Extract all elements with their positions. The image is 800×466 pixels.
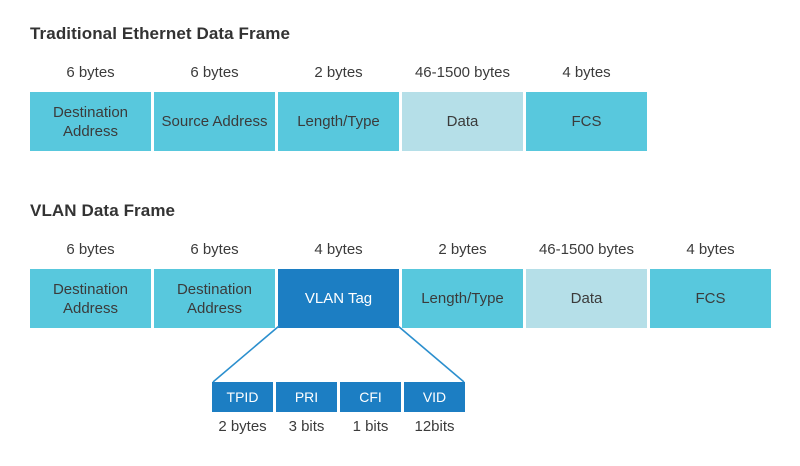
vlan-tag-subfield-box: PRI <box>276 382 337 412</box>
field-size-label: 2 bytes <box>438 241 487 258</box>
vlan-tag-subfield-size-label: 3 bits <box>288 418 325 435</box>
vlan-tag-subfield-size-label: 12bits <box>414 418 455 435</box>
frame-title-vlan: VLAN Data Frame <box>30 201 176 220</box>
field-box: Destination Address <box>30 269 151 328</box>
frame-section-vlan: VLAN Data Frame 6 bytes 6 bytes 4 bytes 2 by… <box>30 201 771 328</box>
field-size-label: 46-1500 bytes <box>414 64 511 81</box>
field-size-row: 6 bytes 6 bytes 4 bytes 2 bytes 46-1500 byte… <box>30 241 771 259</box>
field-size-label: 6 bytes <box>190 241 239 258</box>
field-box: Source Address <box>154 92 275 151</box>
vlan-tag-expansion-line-right <box>397 325 465 383</box>
field-box: Length/Type <box>278 92 399 151</box>
field-size-label: 4 bytes <box>686 241 735 258</box>
vlan-tag-subfield-box: TPID <box>212 382 273 412</box>
field-box: Data <box>402 92 523 151</box>
field-size-label: 6 bytes <box>66 64 115 81</box>
field-size-label: 46-1500 bytes <box>538 241 635 258</box>
field-size-label: 2 bytes <box>314 64 363 81</box>
vlan-tag-subfield-size-label: 2 bytes <box>218 418 267 435</box>
frame-title-traditional: Traditional Ethernet Data Frame <box>30 24 291 43</box>
vlan-tag-subfield-size-label: 1 bits <box>352 418 389 435</box>
field-size-label: 6 bytes <box>66 241 115 258</box>
field-size-label: 4 bytes <box>314 241 363 258</box>
field-box: VLAN Tag <box>278 269 399 328</box>
vlan-tag-subfield-box: VID <box>404 382 465 412</box>
field-box: FCS <box>650 269 771 328</box>
field-box: Data <box>526 269 647 328</box>
field-box: FCS <box>526 92 647 151</box>
vlan-tag-subfield-box: CFI <box>340 382 401 412</box>
vlan-tag-expansion-line-left <box>212 325 280 383</box>
field-size-label: 4 bytes <box>562 64 611 81</box>
vlan-tag-subsize-row: 2 bytes 3 bits 1 bits 12bits <box>212 418 465 436</box>
field-size-label: 6 bytes <box>190 64 239 81</box>
field-size-row: 6 bytes 6 bytes 2 bytes 46-1500 bytes 4 byte… <box>30 64 771 82</box>
field-box: Destination Address <box>30 92 151 151</box>
field-box: Destination Address <box>154 269 275 328</box>
field-box: Length/Type <box>402 269 523 328</box>
